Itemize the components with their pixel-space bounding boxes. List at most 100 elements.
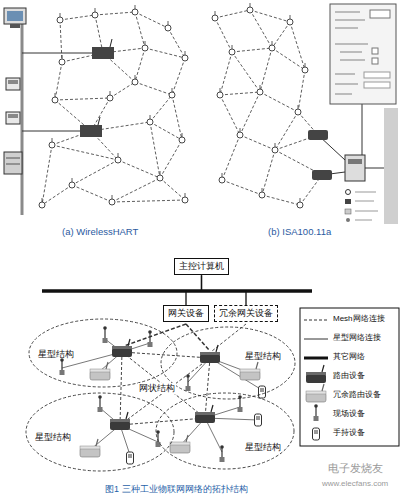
wirelesshart-illustration [57, 13, 63, 23]
region-label: 星型结构 [245, 351, 281, 362]
topology-illustration [259, 386, 266, 398]
isa100-illustration [345, 199, 351, 204]
legend-text: 冗余路由设备 [333, 390, 381, 400]
wirelesshart-illustration [165, 21, 171, 31]
wirelesshart-illustration [150, 122, 160, 178]
wirelesshart-illustration [22, 131, 80, 132]
isa100-illustration [222, 180, 262, 195]
wirelesshart-illustration [135, 48, 145, 82]
wirelesshart-illustration [160, 140, 182, 178]
isa100-illustration [355, 200, 374, 201]
topology-illustration [255, 414, 262, 426]
wirelesshart-illustration [4, 8, 26, 24]
isa100-illustration [340, 51, 362, 53]
isa100-illustration [364, 82, 390, 88]
legend-text: 现场设备 [333, 409, 365, 419]
wirelesshart-illustration [92, 8, 98, 18]
topology-illustration [186, 324, 210, 351]
isa100-illustration [257, 85, 263, 95]
star-region-ellipse: 星型结构 [160, 326, 296, 400]
isa100-illustration [362, 104, 363, 155]
topology-illustration [148, 330, 153, 347]
legend-text: 星型网络连接 [333, 333, 381, 343]
isa100-illustration [365, 168, 384, 169]
isa100-illustration [335, 93, 352, 95]
isa100-illustration [346, 218, 350, 222]
wirelesshart-illustration [112, 200, 185, 202]
isa100-illustration [212, 11, 218, 21]
wirelesshart-illustration [52, 145, 118, 160]
wirelesshart-illustration [182, 193, 188, 203]
legend-samples [306, 365, 326, 383]
wirelesshart-illustration [72, 160, 118, 185]
ellipse-outline [156, 393, 294, 469]
wirelesshart-illustration [142, 41, 148, 51]
isa100-illustration [372, 58, 378, 64]
topology-illustration [156, 430, 161, 447]
topology-illustration [90, 362, 110, 380]
isa100-illustration [345, 209, 351, 214]
wirelesshart-illustration [169, 88, 175, 98]
topology-illustration [42, 291, 312, 464]
topology-illustration [120, 352, 122, 425]
isa100-illustration [312, 170, 332, 180]
box-label: 主控计算机 [179, 261, 224, 272]
topology-illustration [220, 445, 225, 462]
legend-entry: 星型网络连接 [333, 333, 381, 343]
isa100-illustration [295, 105, 301, 115]
wirelesshart-illustration [132, 5, 138, 15]
wirelesshart-illustration [42, 185, 72, 205]
wirelesshart-illustration [39, 198, 45, 208]
legend-entry: 手持设备 [333, 428, 365, 438]
watermark: www.elecfans.com [322, 479, 388, 489]
isa100-illustration [212, 3, 398, 224]
topology-illustration [186, 374, 191, 391]
wirelesshart-illustration [112, 178, 160, 202]
isa100-illustration [222, 135, 240, 180]
isa100-illustration [229, 45, 235, 55]
region-label: 星型结构 [245, 442, 281, 453]
wirelesshart-illustration [172, 58, 185, 95]
isa100-illustration [345, 155, 365, 181]
isa100-illustration [240, 92, 260, 135]
isa100-illustration [272, 143, 278, 153]
isa100-illustration [260, 48, 272, 92]
wirelesshart-illustration [4, 5, 188, 215]
wirelesshart-illustration [157, 171, 163, 181]
box-label: 冗余网关设备 [219, 308, 273, 319]
bus-connection [186, 275, 202, 305]
wirelesshart-illustration [147, 115, 153, 125]
legend-samples [304, 357, 328, 360]
legend-samples [313, 428, 320, 440]
topology-illustration [122, 352, 210, 358]
wirelesshart-illustration [135, 82, 172, 95]
isa100-illustration [290, 22, 305, 70]
isa100-illustration [364, 72, 390, 78]
wirelesshart-illustration [107, 91, 113, 101]
wirelesshart-illustration [168, 28, 185, 58]
isa100-illustration [220, 95, 240, 135]
label-holder: 网状结构 [138, 383, 176, 394]
isa100-illustration [348, 159, 362, 164]
topology-illustration [110, 412, 130, 430]
wirelesshart-illustration [72, 185, 112, 202]
isa100-illustration [215, 18, 232, 52]
legend-entry: Mesh网络连接 [333, 314, 385, 324]
figure-caption: 图1 三种工业物联网网络的拓扑结构 [105, 484, 248, 495]
isa100-illustration [355, 210, 378, 211]
isa100-illustration [302, 63, 308, 73]
isa100-illustration [287, 15, 293, 25]
label-holder: 电子发烧友 [328, 462, 383, 476]
wirelesshart-illustration [6, 78, 20, 90]
ellipse-outline [161, 327, 295, 399]
isa100-illustration [250, 10, 272, 48]
wirelesshart-illustration [22, 53, 92, 54]
region-label: 网状结构 [138, 383, 176, 394]
wirelesshart-illustration [69, 178, 75, 188]
isa100-illustration [269, 41, 275, 51]
topology-illustration [98, 395, 103, 412]
topology-illustration [240, 362, 260, 380]
wirelesshart-illustration [135, 12, 168, 28]
legend-entry: 其它网络 [333, 352, 365, 362]
